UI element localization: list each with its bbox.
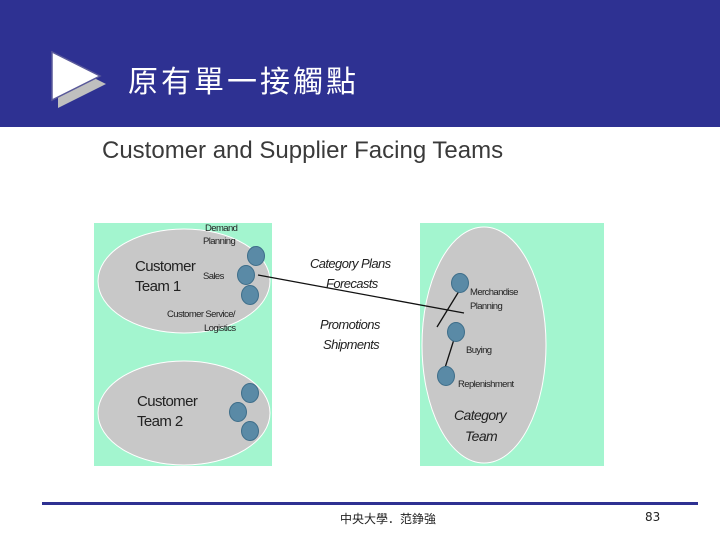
- forecasts-label: Forecasts: [326, 276, 379, 291]
- category-team-label: Category: [454, 407, 508, 423]
- demand-planning-node: [247, 246, 265, 266]
- slide-subtitle: Customer and Supplier Facing Teams: [102, 137, 504, 164]
- team2-node-top: [241, 383, 259, 403]
- buying-node: [447, 322, 465, 342]
- demand-planning-label: Demand: [205, 223, 238, 234]
- customer-team-1-ellipse: [97, 228, 271, 334]
- customer-team-1-label: Customer: [135, 258, 196, 275]
- buying-label: Buying: [466, 345, 492, 356]
- customer-team-2-ellipse: [97, 360, 271, 466]
- footer-credit: 中央大學．范錚強: [340, 512, 437, 526]
- team2-node-bottom: [241, 421, 259, 441]
- customer-service-node: [241, 285, 259, 305]
- category-team-label-2: Team: [465, 428, 498, 444]
- customer-team-1-label-2: Team 1: [135, 278, 181, 295]
- merchandise-planning-label-2: Planning: [470, 301, 502, 312]
- merchandise-planning-label: Merchandise: [470, 287, 518, 298]
- customer-team-2-label-2: Team 2: [137, 413, 183, 430]
- promotions-label: Promotions: [320, 317, 381, 332]
- replenishment-label: Replenishment: [458, 379, 515, 390]
- customer-service-label-2: Logistics: [204, 323, 236, 334]
- team-diagram: Customer Team 1 Demand Planning Sales Cu…: [94, 223, 604, 466]
- sales-node: [237, 265, 255, 285]
- team2-node-middle: [229, 402, 247, 422]
- node-markers: [229, 246, 469, 441]
- play-arrow-icon: [51, 50, 106, 108]
- title-banner: [0, 0, 720, 127]
- slide-title: 原有單一接觸點: [128, 65, 359, 100]
- demand-planning-label-2: Planning: [203, 236, 235, 247]
- replenishment-node: [437, 366, 455, 386]
- category-plans-label: Category Plans: [310, 256, 392, 271]
- shipments-label: Shipments: [323, 337, 380, 352]
- forecast-link: [257, 274, 465, 314]
- sales-label: Sales: [203, 271, 225, 282]
- customer-service-label: Customer Service/: [167, 309, 236, 320]
- merchandise-planning-node: [451, 273, 469, 293]
- footer-divider: [42, 502, 698, 505]
- customer-team-2-label: Customer: [137, 393, 198, 410]
- page-number: 83: [645, 510, 661, 524]
